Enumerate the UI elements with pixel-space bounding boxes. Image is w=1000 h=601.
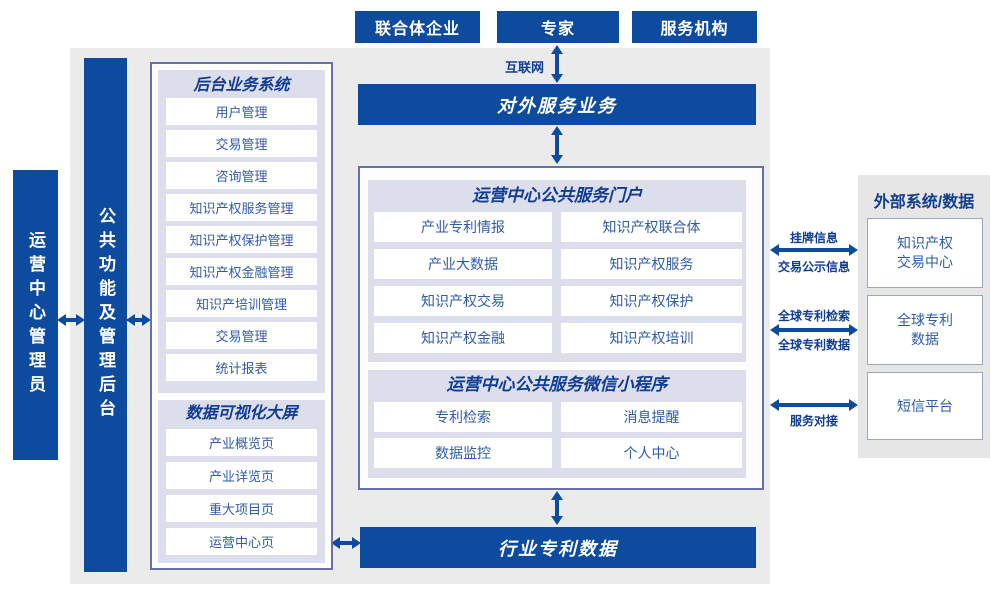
- backend-item: 知识产权服务管理: [166, 194, 317, 221]
- backend-item: 知识产培训管理: [166, 290, 317, 317]
- arrow-shaft: [779, 403, 849, 407]
- link-label-global-patent-data: 全球专利数据: [777, 338, 850, 352]
- node-label: 服务机构: [660, 21, 729, 38]
- portal-item: 知识产权培训: [561, 323, 742, 353]
- arrow-shaft: [135, 318, 142, 322]
- arrow-portal-to-industrydata-icon: [550, 491, 564, 525]
- miniprogram-item: 个人中心: [561, 438, 742, 468]
- portal-item: 知识产权保护: [561, 286, 742, 316]
- node-label: 专家: [540, 21, 575, 38]
- arrow-shaft: [555, 500, 559, 516]
- portal-item: 产业专利情报: [374, 212, 552, 242]
- node-public-function-backend: 公共功能及管理后台: [84, 58, 127, 572]
- arrow-sms-platform-icon: [770, 398, 858, 412]
- miniprogram-item: 数据监控: [374, 438, 552, 468]
- arrow-global-patent-icon: [770, 323, 858, 337]
- node-expert: 专家: [497, 11, 619, 43]
- arrow-trading-center-icon: [770, 243, 858, 257]
- portal-item: 知识产权交易: [374, 286, 552, 316]
- arrowhead-up: [551, 45, 563, 54]
- external-systems-title: 外部系统/数据: [873, 194, 975, 211]
- arrow-shaft: [340, 541, 352, 545]
- node-consortium-enterprise: 联合体企业: [355, 11, 480, 43]
- portal-item: 知识产权服务: [561, 249, 742, 279]
- node-operation-center-admin: 运营中心管理员: [13, 170, 58, 460]
- arrow-admin-to-backend-icon: [57, 313, 85, 327]
- portal-item: 产业大数据: [374, 249, 552, 279]
- arrow-shaft: [555, 54, 559, 74]
- external-system-node: 全球专利 数据: [867, 295, 983, 365]
- portal-title: 运营中心公共服务门户: [472, 186, 642, 205]
- arrowhead-right: [352, 537, 361, 549]
- backend-item: 交易管理: [166, 130, 317, 157]
- arrowhead-down: [551, 155, 563, 164]
- arrowhead-right: [849, 324, 858, 336]
- portal-item: 知识产权联合体: [561, 212, 742, 242]
- arrow-backend-to-system-icon: [126, 313, 151, 327]
- dashboard-item: 运营中心页: [166, 528, 317, 555]
- node-label: 联合体企业: [374, 21, 460, 38]
- link-label-global-patent-search: 全球专利检索: [777, 309, 850, 323]
- backend-item: 知识产权保护管理: [166, 226, 317, 253]
- backend-item: 知识产权金融管理: [166, 258, 317, 285]
- arrowhead-right: [76, 314, 85, 326]
- node-label: 对外服务业务: [497, 95, 617, 116]
- internet-label: 互联网: [504, 60, 544, 75]
- backend-item: 统计报表: [166, 354, 317, 381]
- arrow-internet-icon: [550, 45, 564, 83]
- arrowhead-left: [331, 537, 340, 549]
- arrow-dashboard-to-industrydata-icon: [331, 536, 361, 550]
- arrowhead-right: [142, 314, 151, 326]
- arrow-shaft: [555, 135, 559, 155]
- arrow-shaft: [66, 318, 76, 322]
- node-label: 运营中心管理员: [26, 231, 45, 399]
- arrowhead-down: [551, 74, 563, 83]
- portal-item: 知识产权金融: [374, 323, 552, 353]
- external-system-node: 知识产权 交易中心: [867, 218, 983, 288]
- backend-item: 交易管理: [166, 322, 317, 349]
- external-system-node: 短信平台: [867, 372, 983, 440]
- backend-item: 咨询管理: [166, 162, 317, 189]
- dashboard-item: 产业详览页: [166, 462, 317, 489]
- dashboard-item: 重大项目页: [166, 495, 317, 522]
- node-industry-patent-data: 行业专利数据: [360, 527, 756, 568]
- arrowhead-left: [770, 324, 779, 336]
- node-label: 公共功能及管理后台: [96, 207, 115, 423]
- node-external-service-business: 对外服务业务: [358, 84, 756, 125]
- miniprogram-title: 运营中心公共服务微信小程序: [446, 375, 668, 394]
- dashboard-title: 数据可视化大屏: [185, 405, 298, 422]
- link-label-trade-publicity: 交易公示信息: [777, 260, 850, 274]
- backend-item: 用户管理: [166, 98, 317, 125]
- arrowhead-right: [849, 399, 858, 411]
- node-label: 行业专利数据: [498, 538, 618, 559]
- arrowhead-right: [849, 244, 858, 256]
- arrowhead-left: [57, 314, 66, 326]
- backend-system-title: 后台业务系统: [193, 77, 290, 94]
- arrowhead-left: [126, 314, 135, 326]
- dashboard-item: 产业概览页: [166, 429, 317, 456]
- miniprogram-item: 专利检索: [374, 402, 552, 432]
- arrow-shaft: [779, 328, 849, 332]
- link-label-service-connect: 服务对接: [789, 414, 838, 428]
- arrowhead-down: [551, 516, 563, 525]
- arrowhead-up: [551, 491, 563, 500]
- arrowhead-left: [770, 244, 779, 256]
- miniprogram-item: 消息提醒: [561, 402, 742, 432]
- arrowhead-left: [770, 399, 779, 411]
- link-label-listing-info: 挂牌信息: [789, 231, 838, 245]
- arrow-shaft: [779, 248, 849, 252]
- arrow-service-to-portal-icon: [550, 126, 564, 164]
- node-service-organization: 服务机构: [632, 11, 757, 43]
- arrowhead-up: [551, 126, 563, 135]
